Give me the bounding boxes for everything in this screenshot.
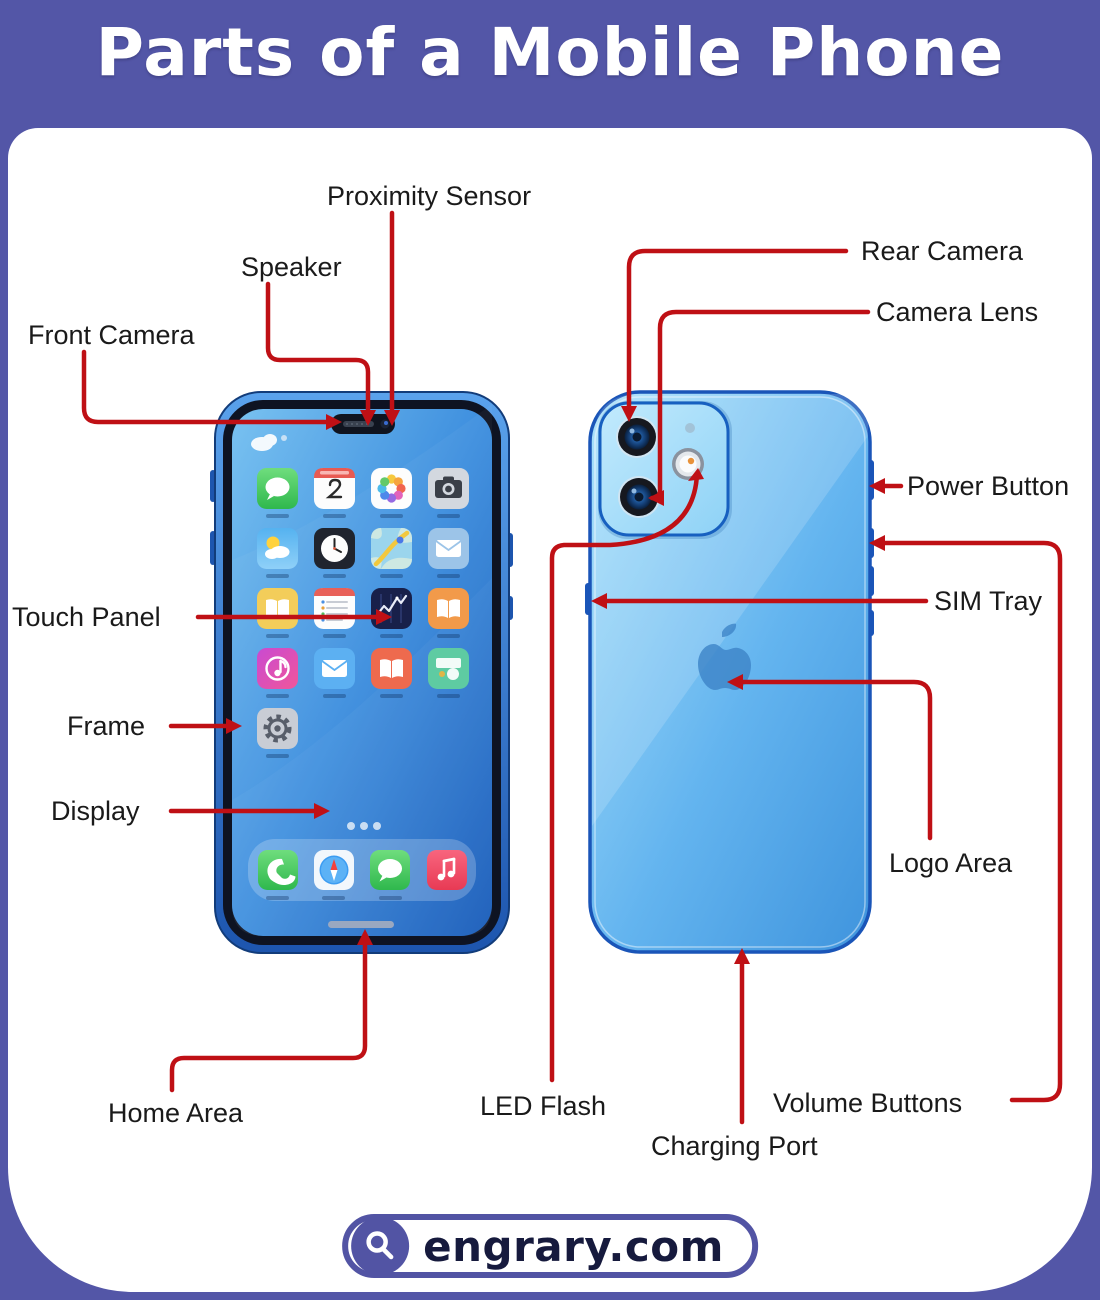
app-books-orange — [428, 588, 469, 629]
back-phone-illustration — [585, 390, 874, 954]
label-volume-buttons: Volume Buttons — [773, 1088, 963, 1118]
label-charging-port: Charging Port — [651, 1131, 818, 1161]
cloud-doodle — [251, 434, 287, 451]
mic-dot — [685, 423, 695, 433]
app-maps — [371, 528, 412, 569]
line-home-area — [169, 940, 368, 1093]
label-touch-panel: Touch Panel — [12, 602, 161, 632]
label-logo-area: Logo Area — [889, 848, 1013, 878]
callout-lines — [81, 210, 1063, 1125]
dock-safari — [314, 850, 354, 890]
label-proximity-sensor: Proximity Sensor — [327, 181, 532, 211]
app-mail — [428, 528, 469, 569]
brand-badge: engrary.com — [342, 1214, 758, 1278]
camera-lens-bottom — [618, 476, 660, 518]
app-notes — [314, 588, 355, 629]
camera-module — [598, 401, 732, 539]
app-clock — [314, 528, 355, 569]
line-led-flash — [549, 471, 700, 1083]
callout-arrowheads — [226, 406, 885, 964]
line-volume-buttons — [880, 540, 1063, 1103]
label-led-flash: LED Flash — [480, 1091, 607, 1121]
app-books-red — [371, 648, 412, 689]
line-logo-area — [738, 679, 933, 841]
app-grid — [257, 468, 469, 758]
app-food — [428, 648, 469, 689]
front-phone-illustration — [210, 391, 513, 954]
app-settings — [257, 708, 298, 749]
app-weather — [257, 528, 298, 569]
app-photos — [371, 468, 412, 509]
label-front-camera: Front Camera — [28, 320, 195, 350]
brand-text: engrary.com — [423, 1221, 724, 1271]
label-frame: Frame — [67, 711, 146, 741]
notch — [331, 414, 395, 434]
app-books-yellow — [257, 588, 298, 629]
home-indicator — [328, 921, 394, 928]
app-messages — [257, 468, 298, 509]
rear-camera-lens-top — [616, 416, 658, 458]
app-music — [257, 648, 298, 689]
label-power-button: Power Button — [907, 471, 1070, 501]
line-rear-camera — [626, 248, 849, 411]
label-camera-lens: Camera Lens — [876, 297, 1039, 327]
app-mail-blue — [314, 648, 355, 689]
label-sim-tray: SIM Tray — [934, 586, 1043, 616]
app-calendar — [314, 468, 355, 509]
label-speaker: Speaker — [241, 252, 342, 282]
dock — [248, 839, 476, 901]
dock-music — [427, 850, 467, 890]
magnifier-icon — [351, 1217, 410, 1275]
page-title: Parts of a Mobile Phone — [95, 14, 1005, 91]
line-front-camera — [81, 349, 331, 425]
line-speaker — [265, 281, 371, 413]
label-rear-camera: Rear Camera — [861, 236, 1024, 266]
dock-messages — [370, 850, 410, 890]
label-display: Display — [51, 796, 140, 826]
dock-phone — [258, 850, 298, 890]
label-home-area: Home Area — [108, 1098, 244, 1128]
app-camera — [428, 468, 469, 509]
page-dots — [347, 822, 381, 830]
